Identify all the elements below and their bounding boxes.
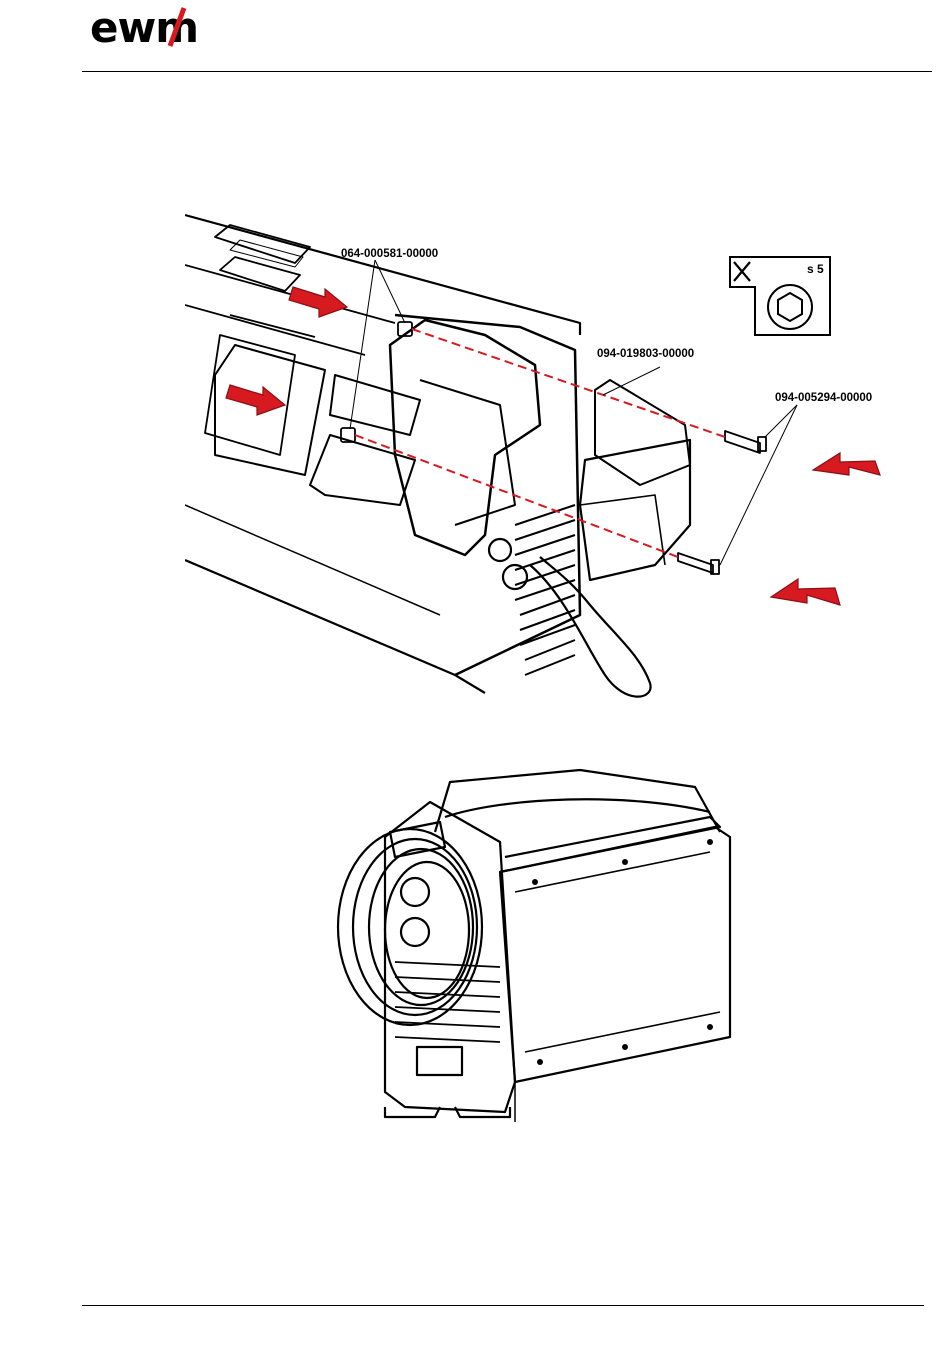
front-label-plate <box>417 1047 462 1075</box>
ewm-logo: ewm <box>90 4 225 50</box>
machine-side-edge <box>185 505 440 615</box>
footer-rule <box>82 1305 924 1306</box>
assembled-machine-illustration <box>325 762 750 1132</box>
screw-upper <box>725 431 760 453</box>
front-socket-1 <box>401 878 429 906</box>
hex-socket-circle <box>768 285 812 329</box>
handle-bar-bottom <box>185 305 365 355</box>
panel-screws <box>532 839 713 1065</box>
arrow-right-lower <box>226 385 285 415</box>
bracket-rear <box>595 380 690 485</box>
screw-lower <box>678 553 713 573</box>
tool-box: s 5 <box>730 257 830 335</box>
top-panel-6 <box>330 375 420 435</box>
header-rule <box>82 71 932 72</box>
hex-wrench-icon <box>734 262 750 281</box>
leader-screw-upper <box>765 405 797 437</box>
arrow-left-lower <box>771 579 840 605</box>
arrow-right-upper <box>289 287 347 317</box>
hex-socket-icon <box>778 293 802 321</box>
handle-curve <box>445 799 710 817</box>
front-frame <box>395 315 580 675</box>
bracket-front <box>580 440 690 580</box>
vent-slots <box>515 505 575 675</box>
leader-nut-lower <box>350 260 375 429</box>
front-socket-2 <box>401 918 429 946</box>
arrow-left-upper <box>813 453 880 475</box>
machine-top-stripe <box>515 852 710 892</box>
machine-front-face <box>385 802 515 1112</box>
cable-coil-core <box>385 862 469 998</box>
machine-top <box>500 817 720 872</box>
machine-bottom-edge <box>185 560 485 693</box>
handle-line <box>230 315 315 337</box>
callout-screw-part-number: 094-005294-00000 <box>775 392 872 404</box>
callout-nut-part-number: 064-000581-00000 <box>341 248 438 260</box>
cable-coil-outer <box>338 829 482 1025</box>
callout-bracket-part-number: 094-019803-00000 <box>597 348 694 360</box>
cable-holder-front <box>390 320 540 555</box>
leader-screw-lower <box>720 405 797 565</box>
leader-nut-upper <box>375 260 405 323</box>
connector-socket-1 <box>489 539 511 561</box>
assembly-diagram: 064-000581-00000 094-019803-00000 094-00… <box>185 205 900 715</box>
top-panel-1 <box>215 225 310 263</box>
bracket-fold <box>580 495 665 565</box>
guide-line-upper <box>412 329 725 437</box>
tool-size-label: s 5 <box>807 262 824 276</box>
connector-socket-2 <box>503 565 527 589</box>
